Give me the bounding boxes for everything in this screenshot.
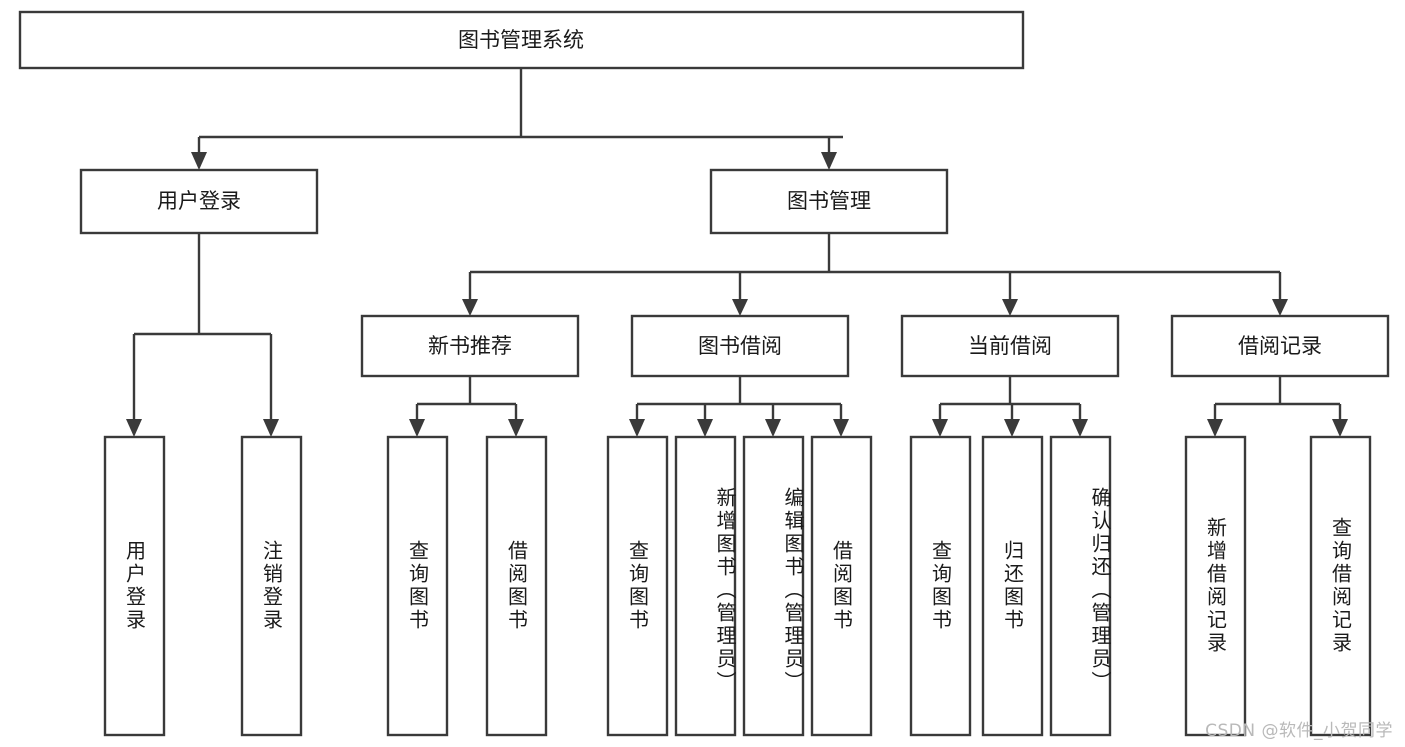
node-box-leaf-bb-add[interactable] bbox=[674, 435, 737, 737]
arrowhead-new-book-recommend bbox=[462, 299, 478, 316]
arrowhead-book-manage bbox=[821, 152, 837, 170]
arrowhead-leaf-bb-query bbox=[629, 419, 645, 437]
node-box-leaf-bb-edit[interactable] bbox=[742, 435, 805, 737]
node-label-book-borrow: 图书借阅 bbox=[698, 334, 782, 358]
connector-group-book-manage bbox=[462, 233, 1288, 316]
node-box-leaf-user-logout[interactable] bbox=[240, 435, 303, 737]
node-box-leaf-cb-confirm[interactable] bbox=[1049, 435, 1112, 737]
arrowhead-leaf-cb-confirm bbox=[1072, 419, 1088, 437]
node-label-user-login: 用户登录 bbox=[157, 189, 241, 213]
node-box-leaf-bb-query[interactable] bbox=[606, 435, 669, 737]
connector-group-root bbox=[191, 68, 843, 170]
node-label-new-book-recommend: 新书推荐 bbox=[428, 334, 512, 358]
node-label-borrow-record: 借阅记录 bbox=[1238, 334, 1322, 358]
node-box-leaf-user-login[interactable] bbox=[103, 435, 166, 737]
node-label-book-manage: 图书管理 bbox=[787, 189, 871, 213]
node-box-borrow-record[interactable] bbox=[1170, 314, 1390, 378]
node-box-new-book-recommend[interactable] bbox=[360, 314, 580, 378]
node-box-user-login[interactable] bbox=[79, 168, 319, 235]
node-box-leaf-br-add[interactable] bbox=[1184, 435, 1247, 737]
arrowhead-leaf-user-logout bbox=[263, 419, 279, 437]
arrowhead-borrow-record bbox=[1272, 299, 1288, 316]
connector-group-book-borrow bbox=[629, 376, 849, 437]
arrowhead-leaf-cb-query bbox=[932, 419, 948, 437]
node-box-leaf-nb-borrow[interactable] bbox=[485, 435, 548, 737]
arrowhead-leaf-br-add bbox=[1207, 419, 1223, 437]
node-box-leaf-cb-query[interactable] bbox=[909, 435, 972, 737]
node-box-book-borrow[interactable] bbox=[630, 314, 850, 378]
connector-group-current-borrow bbox=[932, 376, 1088, 437]
node-box-root[interactable] bbox=[18, 10, 1025, 70]
arrowhead-leaf-nb-query bbox=[409, 419, 425, 437]
node-box-leaf-br-query[interactable] bbox=[1309, 435, 1372, 737]
arrowhead-leaf-user-login bbox=[126, 419, 142, 437]
connector-group-user-login bbox=[126, 233, 279, 437]
connector-group-new-book-recommend bbox=[409, 376, 524, 437]
node-box-leaf-cb-return[interactable] bbox=[981, 435, 1044, 737]
node-box-leaf-bb-borrow[interactable] bbox=[810, 435, 873, 737]
node-label-root: 图书管理系统 bbox=[458, 28, 584, 52]
arrowhead-leaf-bb-borrow bbox=[833, 419, 849, 437]
node-box-leaf-nb-query[interactable] bbox=[386, 435, 449, 737]
arrowhead-current-borrow bbox=[1002, 299, 1018, 316]
node-label-current-borrow: 当前借阅 bbox=[968, 334, 1052, 358]
node-box-book-manage[interactable] bbox=[709, 168, 949, 235]
arrowhead-leaf-cb-return bbox=[1004, 419, 1020, 437]
arrowhead-book-borrow bbox=[732, 299, 748, 316]
arrowhead-leaf-bb-add bbox=[697, 419, 713, 437]
arrowhead-leaf-br-query bbox=[1332, 419, 1348, 437]
arrowhead-user-login bbox=[191, 152, 207, 170]
arrowhead-leaf-bb-edit bbox=[765, 419, 781, 437]
arrowhead-leaf-nb-borrow bbox=[508, 419, 524, 437]
connector-group-borrow-record bbox=[1207, 376, 1348, 437]
csdn-watermark: CSDN @软件_小贺同学 bbox=[1205, 721, 1393, 741]
node-box-current-borrow[interactable] bbox=[900, 314, 1120, 378]
